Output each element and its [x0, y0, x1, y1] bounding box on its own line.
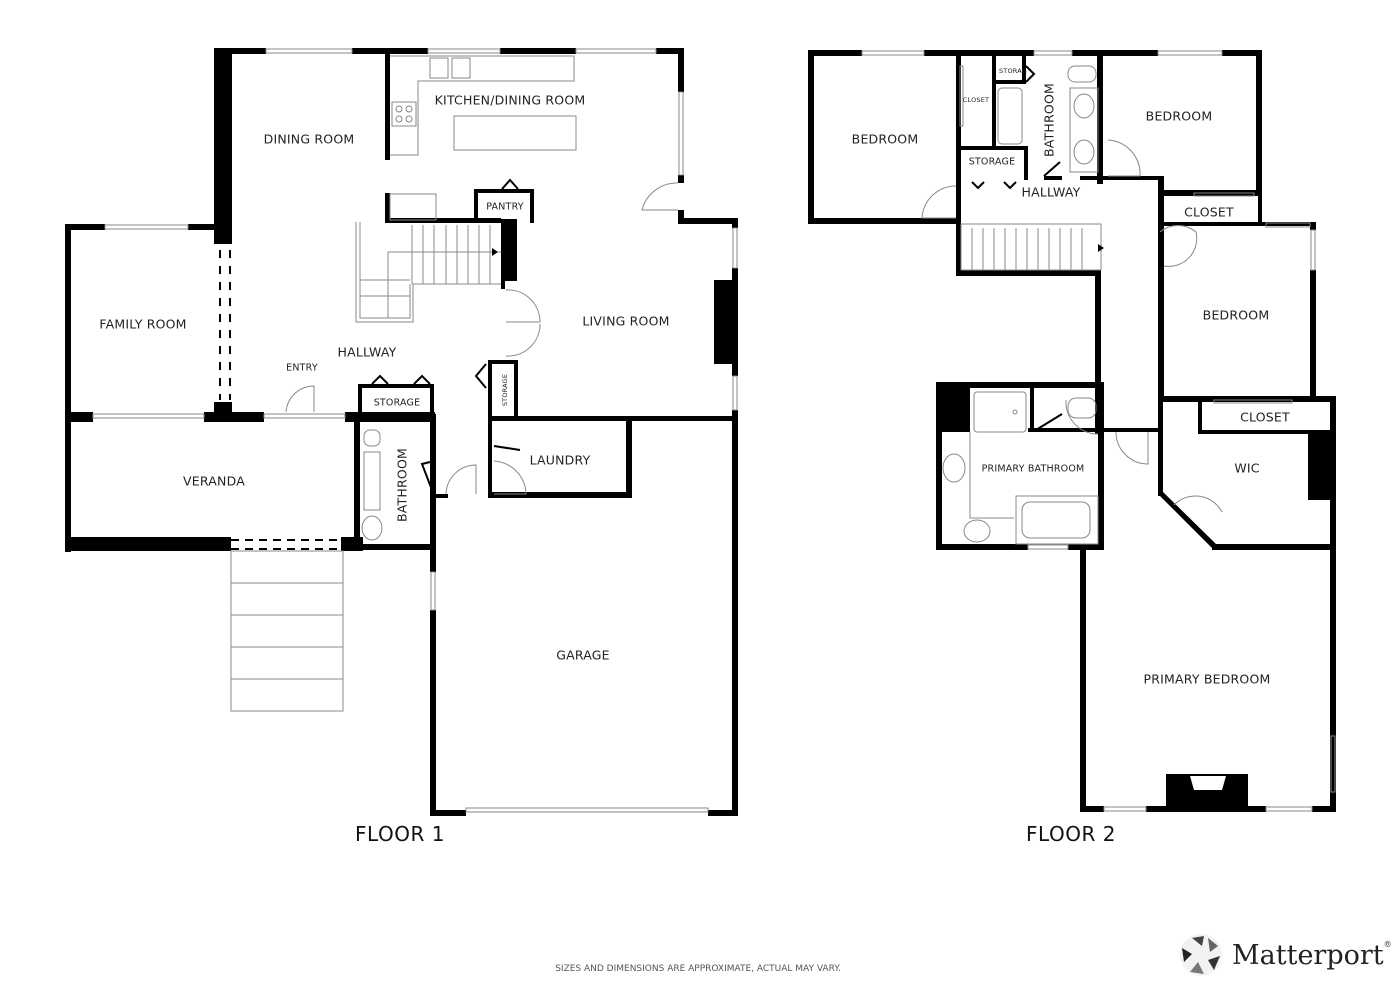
room-label-closet-ne: CLOSET [1184, 204, 1234, 220]
floor-1-fixtures [92, 48, 738, 813]
floor-2-title: FLOOR 2 [1026, 822, 1116, 846]
room-label-storage-small: STORAGE [501, 373, 509, 407]
brand-registered-mark: ® [1383, 939, 1392, 949]
matterport-logo: Matterport® [1178, 932, 1392, 978]
room-label-bathroom-floor2: BATHROOM [1041, 83, 1057, 157]
room-label-entry: ENTRY [286, 362, 318, 374]
room-label-garage: GARAGE [556, 647, 610, 663]
room-label-closet-e: CLOSET [1240, 409, 1290, 425]
room-label-closet-small: CLOSET [962, 96, 990, 104]
room-label-storage-hall: STORAGE [373, 397, 421, 409]
floor-2-door-details [971, 65, 1063, 431]
brand-name: Matterport [1232, 939, 1384, 971]
room-label-bedroom-ne: BEDROOM [1145, 108, 1213, 124]
room-label-storage-mid: STORAGE [968, 156, 1016, 168]
room-label-living-room: LIVING ROOM [582, 313, 670, 329]
floor-1-walls [65, 48, 738, 816]
stair-arrows [492, 244, 1104, 256]
floor-1-title: FLOOR 1 [355, 822, 445, 846]
room-label-pantry: PANTRY [486, 201, 524, 213]
room-label-storage-top: STORAG [998, 67, 1028, 75]
room-label-hallway-floor2: HALLWAY [1021, 184, 1081, 200]
room-label-veranda: VERANDA [183, 473, 245, 489]
room-label-wic: WIC [1234, 460, 1260, 476]
floor-2-walls [808, 50, 1336, 812]
floor-2-fixtures [861, 50, 1336, 812]
matterport-logo-icon [1180, 934, 1222, 976]
room-label-kitchen-dining-room: KITCHEN/DINING ROOM [434, 92, 586, 108]
room-label-bathroom-floor1: BATHROOM [394, 448, 410, 522]
room-label-family-room: FAMILY ROOM [99, 316, 187, 332]
room-label-laundry: LAUNDRY [529, 452, 591, 468]
room-label-bedroom-nw: BEDROOM [851, 131, 919, 147]
room-label-bedroom-e: BEDROOM [1202, 307, 1270, 323]
room-label-primary-bathroom: PRIMARY BATHROOM [981, 463, 1085, 475]
disclaimer-text: SIZES AND DIMENSIONS ARE APPROXIMATE, AC… [555, 964, 841, 974]
room-label-hallway: HALLWAY [337, 344, 397, 360]
matterport-brand-text: Matterport® [1232, 940, 1392, 971]
floor-1-door-details [219, 178, 521, 550]
room-label-primary-bedroom: PRIMARY BEDROOM [1143, 671, 1271, 687]
room-label-dining-room: DINING ROOM [263, 131, 355, 147]
